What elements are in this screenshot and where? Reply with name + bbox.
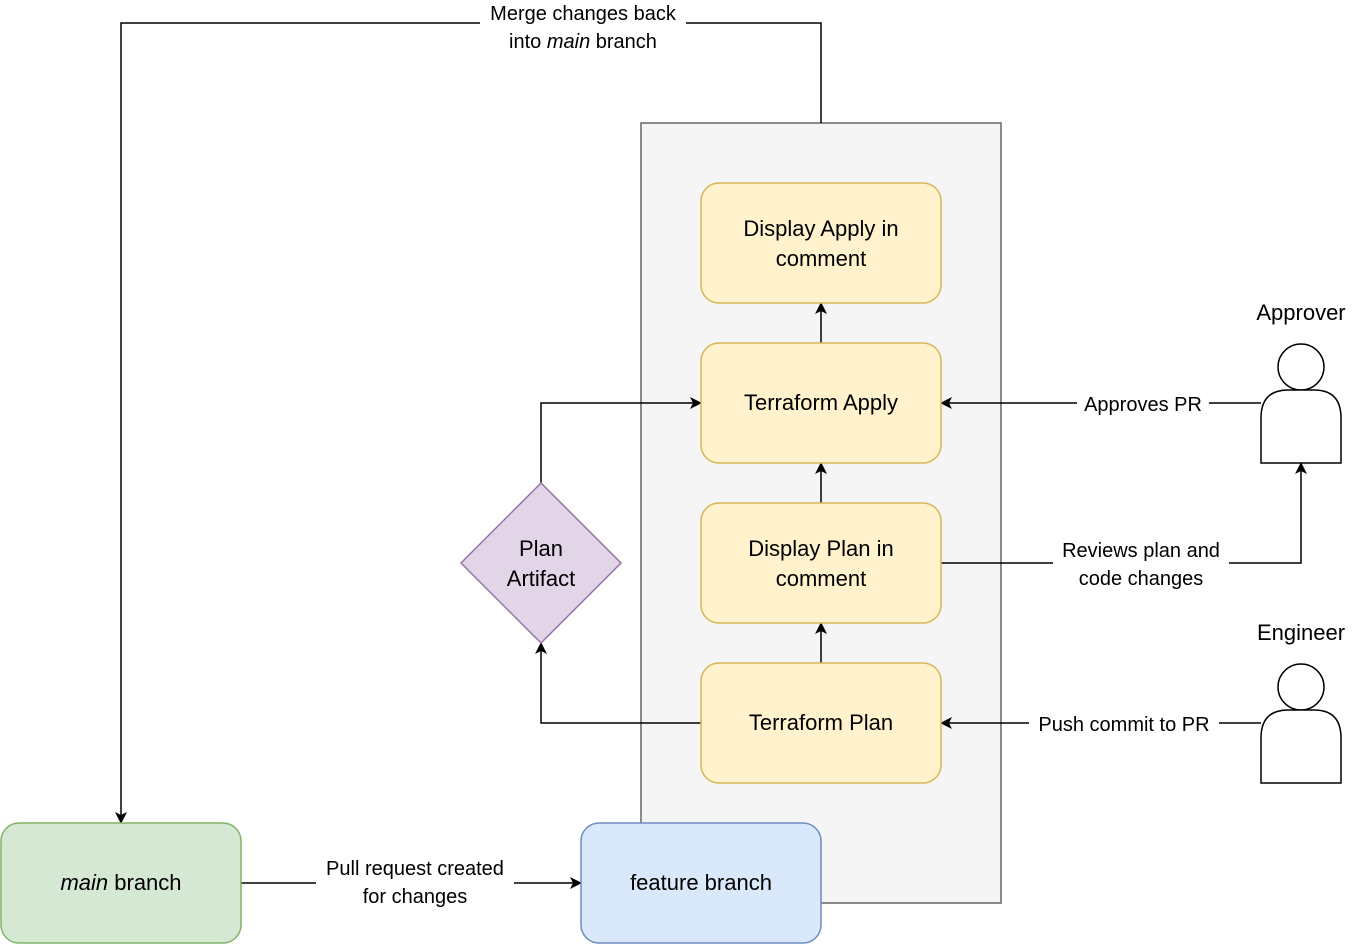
edge-merge-to-main (115, 22, 822, 824)
actor-approver-label: Approver (1256, 300, 1345, 325)
node-terraform-apply-label: Terraform Apply (744, 390, 898, 415)
actor-approver: Approver (1256, 300, 1346, 464)
edge-plan-to-artifact (535, 642, 701, 724)
node-display-plan: Display Plan in comment (700, 502, 942, 624)
person-icon (1260, 663, 1342, 784)
edge-label-push: Push commit to PR (1038, 714, 1209, 736)
edge-artifact-to-apply (540, 397, 702, 483)
node-terraform-apply: Terraform Apply (700, 342, 942, 464)
node-feature-branch-label: feature branch (630, 870, 772, 895)
person-icon (1260, 343, 1342, 464)
node-plan-artifact: Plan Artifact (459, 481, 623, 645)
node-main-branch: main branch (0, 822, 242, 944)
node-display-apply-line1: Display Apply in (743, 216, 898, 241)
edge-label-pull-request-line2: for changes (363, 886, 468, 908)
actor-engineer-label: Engineer (1257, 620, 1345, 645)
node-main-branch-label: main branch (60, 870, 181, 895)
node-plan-artifact-line2: Artifact (507, 566, 575, 591)
node-terraform-plan-label: Terraform Plan (749, 710, 893, 735)
node-display-plan-line1: Display Plan in (748, 536, 894, 561)
edge-label-approves: Approves PR (1084, 394, 1202, 416)
edge-label-merge-line2: into main branch (509, 31, 657, 53)
node-display-apply: Display Apply in comment (700, 182, 942, 304)
node-plan-artifact-line1: Plan (519, 536, 563, 561)
edge-label-pull-request-line1: Pull request created (326, 858, 504, 880)
edge-label-reviews-line1: Reviews plan and (1062, 540, 1220, 562)
node-feature-branch: feature branch (580, 822, 822, 944)
node-terraform-plan: Terraform Plan (700, 662, 942, 784)
edge-label-reviews-line2: code changes (1079, 568, 1204, 590)
edge-label-merge-line1: Merge changes back (490, 3, 677, 25)
node-display-plan-line2: comment (776, 566, 866, 591)
actor-engineer: Engineer (1257, 620, 1345, 784)
node-display-apply-line2: comment (776, 246, 866, 271)
